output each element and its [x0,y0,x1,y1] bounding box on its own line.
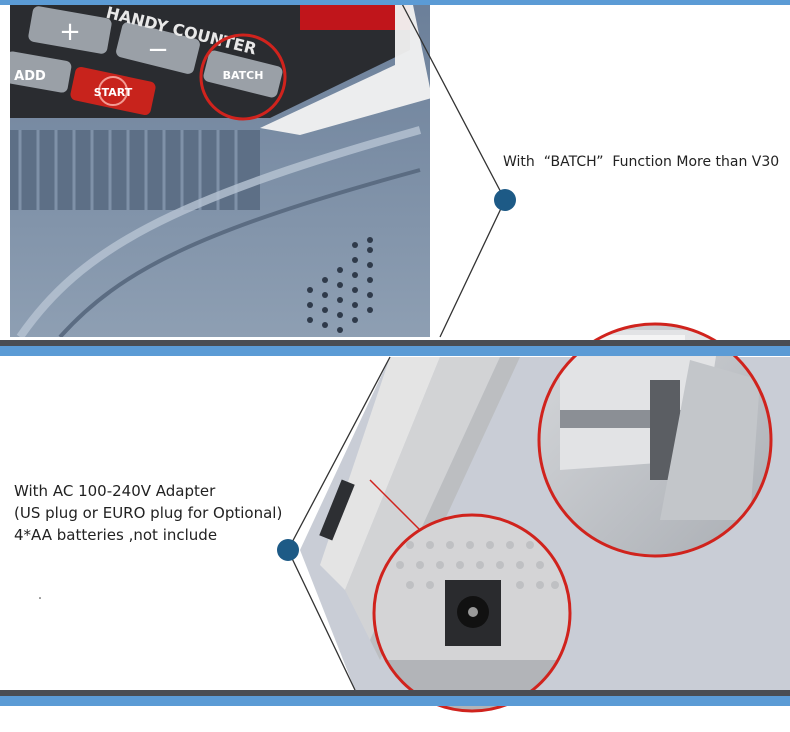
marker-dot-top [494,189,516,211]
top-device-photo: + − ADD START BATCH HANDY COUNTER [2,0,430,337]
divider-dark-bar-2 [0,690,790,696]
adapter-caption-line-1: With AC 100-240V Adapter [14,482,216,500]
add-button[interactable]: ADD [2,51,73,94]
batch-highlight-circle [199,33,287,121]
plus-button[interactable]: + [27,5,112,54]
batch-button[interactable]: BATCH [202,49,283,98]
stray-dot [39,597,41,599]
adapter-caption: With AC 100-240V Adapter (US plug or EUR… [14,480,282,546]
divider-blue-bar-2 [0,696,790,706]
top-accent-bar [0,0,790,5]
plus-glyph: + [59,17,81,47]
batch-caption: With “BATCH” Function More than V30 [503,154,780,170]
minus-button[interactable]: − [115,21,201,75]
divider-dark-bar-1 [0,340,790,346]
minus-glyph: − [147,35,169,65]
batch-label: BATCH [223,69,264,82]
marker-dot-bottom [277,539,299,561]
adapter-caption-line-2: (US plug or EURO plug for Optional) [14,504,283,522]
start-button[interactable]: START [69,66,156,116]
adapter-caption-line-3: 4*AA batteries ,not include [14,526,218,544]
start-label: START [94,86,133,99]
speaker-holes [307,237,373,333]
divider-blue-bar-1 [0,346,790,356]
add-label: ADD [14,69,46,84]
zoom-circle-battery [537,322,773,558]
